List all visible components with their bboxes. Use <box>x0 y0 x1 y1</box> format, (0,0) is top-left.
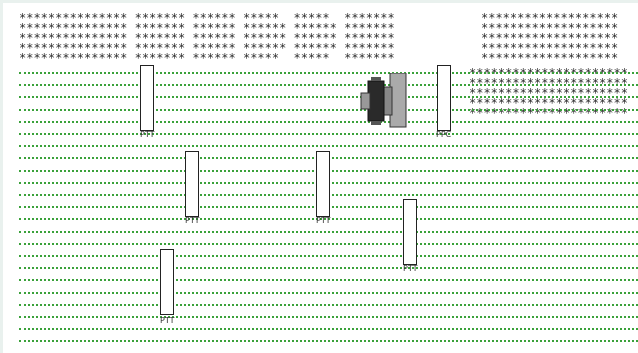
dotted-line <box>19 279 638 281</box>
dotted-line <box>19 292 638 294</box>
dotted-line <box>19 340 638 342</box>
dotted-line <box>19 145 638 147</box>
dotted-line <box>19 109 638 111</box>
component-label: PPC <box>436 131 451 139</box>
ptt-component[interactable] <box>403 199 417 265</box>
ptt-component[interactable] <box>185 151 199 217</box>
dotted-line <box>19 255 638 257</box>
component-label: PTT <box>140 131 154 139</box>
dotted-line <box>19 133 638 135</box>
dotted-line <box>19 84 638 86</box>
dotted-line <box>19 231 638 233</box>
component-label: PTT <box>403 265 417 273</box>
component-label: PTT <box>316 217 330 225</box>
dotted-line <box>19 328 638 330</box>
dotted-line <box>19 243 638 245</box>
asterisk-row: ******************* <box>481 53 618 63</box>
dotted-line <box>19 267 638 269</box>
component-label: PTT <box>185 217 199 225</box>
ppc-component[interactable] <box>437 65 451 131</box>
ptt-component[interactable] <box>160 249 174 315</box>
asterisk-pattern-area: *************** ******* ****** ***** ***… <box>3 3 638 123</box>
dotted-line <box>19 304 638 306</box>
dotted-line <box>19 121 638 123</box>
asterisk-row: *************** ******* ****** ***** ***… <box>19 53 395 63</box>
dotted-line <box>19 72 638 74</box>
ptt-component[interactable] <box>140 65 154 131</box>
machine-icon[interactable] <box>356 73 408 129</box>
component-label: PTT <box>160 317 174 325</box>
ptt-component[interactable] <box>316 151 330 217</box>
dotted-line <box>19 96 638 98</box>
layout-map-panel[interactable]: *************** ******* ****** ***** ***… <box>3 3 638 353</box>
dotted-line <box>19 316 638 318</box>
